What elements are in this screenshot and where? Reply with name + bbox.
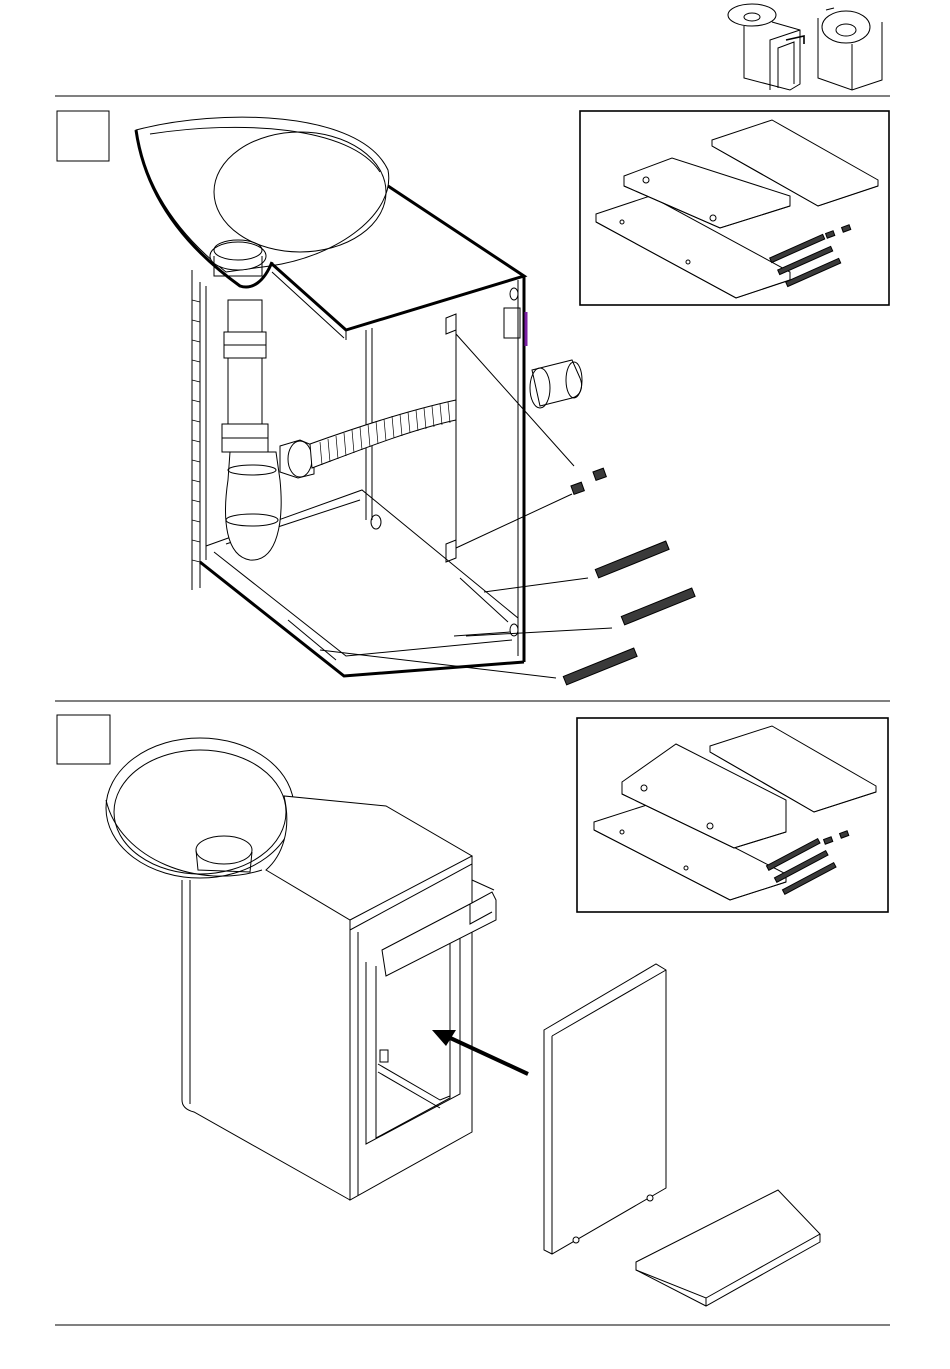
parts-kit-box-2 bbox=[577, 718, 888, 912]
washbasin-cabinet-back-icon bbox=[818, 8, 882, 90]
shelf-panel bbox=[636, 1190, 820, 1306]
cabinet-front-view bbox=[106, 738, 528, 1200]
washbasin-cabinet-front-icon bbox=[728, 4, 804, 90]
step-1-number bbox=[57, 111, 109, 161]
door-panel bbox=[544, 964, 666, 1254]
parts-kit-box-1 bbox=[580, 111, 889, 305]
step-2-number bbox=[57, 715, 110, 764]
